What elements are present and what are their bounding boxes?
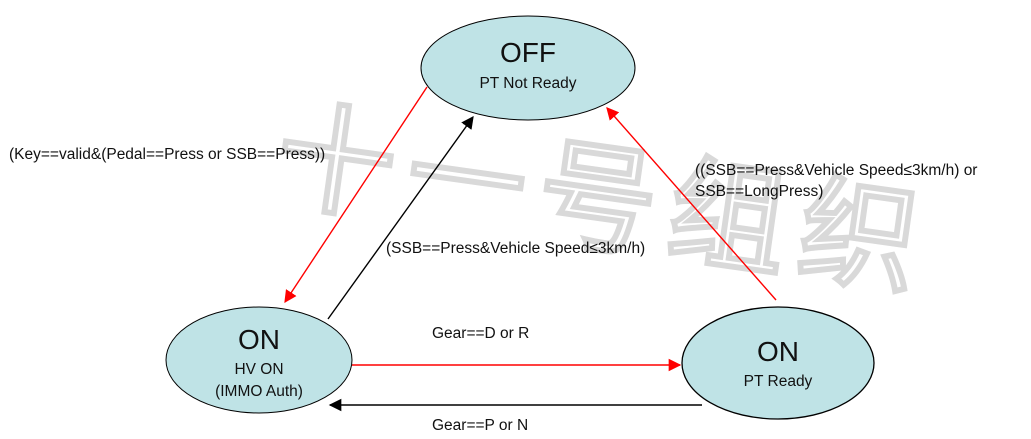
label-hv-to-off: (SSB==Press&Vehicle Speed≤3km/h): [386, 240, 645, 257]
label-off-to-hv: (Key==valid&(Pedal==Press or SSB==Press)…: [9, 146, 325, 163]
state-on-hv-line1: HV ON: [234, 361, 283, 378]
state-on-pt: ON PT Ready: [681, 306, 875, 420]
edge-off-to-hv: [284, 86, 428, 304]
edge-hv-to-off: [327, 115, 474, 320]
state-on-pt-subtitle: PT Ready: [744, 373, 813, 390]
state-on-hv-title: ON: [238, 324, 280, 355]
state-off-title: OFF: [500, 37, 556, 68]
state-off-subtitle: PT Not Ready: [479, 75, 576, 92]
label-pt-to-off-line2: SSB==LongPress): [695, 183, 823, 200]
edge-pt-to-off: [606, 107, 777, 301]
state-on-hv-line2: (IMMO Auth): [215, 383, 303, 400]
watermark: 十一号组织: [268, 86, 941, 315]
state-on-hv: ON HV ON (IMMO Auth): [165, 306, 353, 414]
state-off: OFF PT Not Ready: [420, 15, 636, 121]
state-on-pt-title: ON: [757, 336, 799, 367]
label-pt-to-hv: Gear==P or N: [432, 417, 528, 434]
label-hv-to-pt: Gear==D or R: [432, 325, 529, 342]
label-pt-to-off-line1: ((SSB==Press&Vehicle Speed≤3km/h) or: [695, 162, 977, 179]
